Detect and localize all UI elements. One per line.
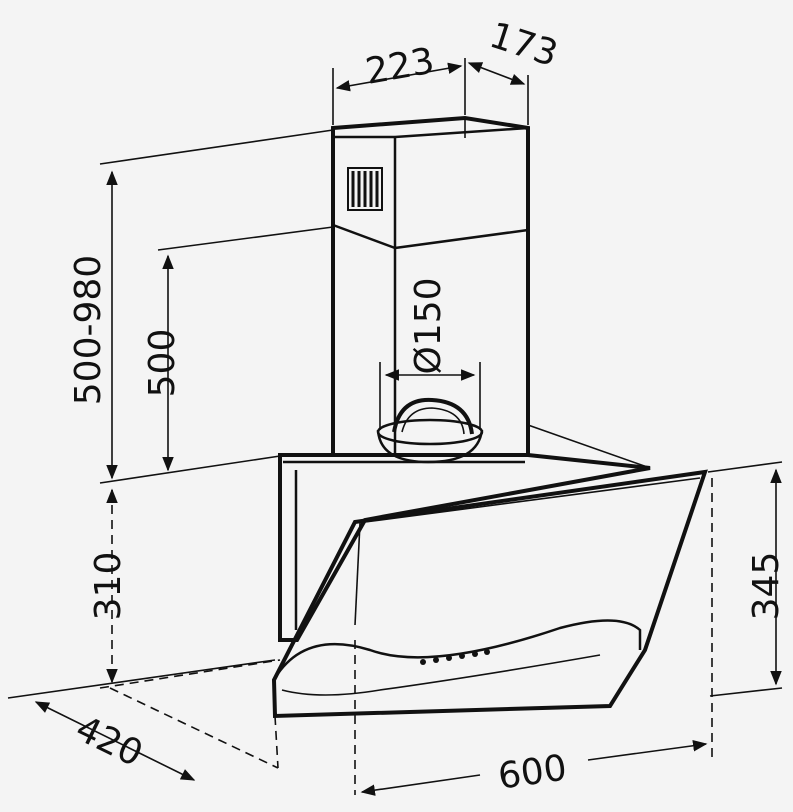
- chimney-total-label: 500-980: [68, 255, 109, 405]
- dim-glass-height: [707, 461, 783, 697]
- dim-chimney-min: [157, 226, 334, 472]
- dim-duct-depth: [467, 62, 529, 125]
- air-outlet-icon: [376, 397, 484, 464]
- duct-depth-label: 173: [485, 15, 563, 75]
- dim-depth: [7, 659, 279, 781]
- chimney: [331, 115, 530, 457]
- vent-grille-icon: [347, 167, 383, 211]
- dim-hood-height: [99, 488, 281, 689]
- control-buttons-icon: [420, 649, 490, 665]
- dim-chimney-total: [99, 129, 334, 484]
- glass-panel: [271, 469, 708, 719]
- glass-height-label: 345: [746, 552, 787, 621]
- hood-height-label: 310: [88, 552, 129, 621]
- outlet-diameter-label: Ø150: [408, 277, 449, 374]
- dim-width: [354, 478, 713, 796]
- width-label: 600: [496, 748, 570, 798]
- dim-duct-width: [332, 58, 466, 125]
- chimney-min-label: 500: [142, 329, 183, 398]
- duct-width-label: 223: [363, 41, 438, 93]
- hood-body: [278, 424, 651, 642]
- depth-label: 420: [69, 708, 149, 775]
- dim-outlet-diameter: [379, 362, 481, 430]
